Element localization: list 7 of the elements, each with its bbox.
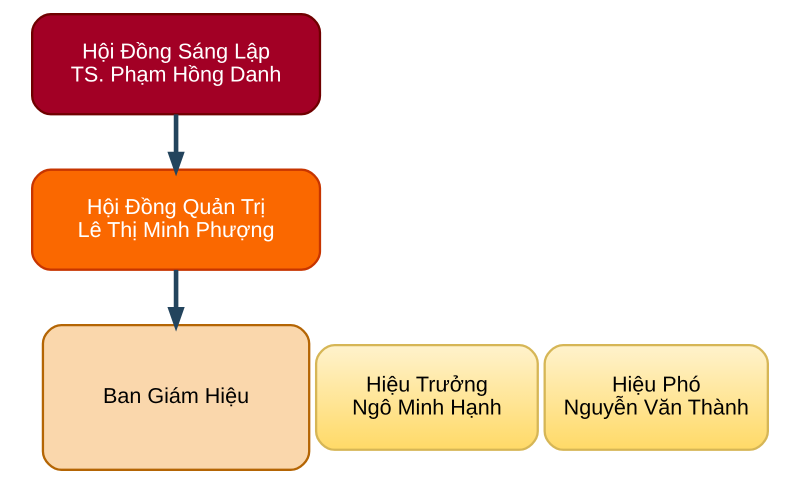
node-box: Hội Đồng Quản Trị Lê Thị Minh Phượng [31, 168, 322, 271]
node-box: Hiệu Phó Nguyễn Văn Thành [544, 344, 769, 451]
node-box: Hiệu Trưởng Ngô Minh Hạnh [314, 344, 539, 451]
arrow [167, 270, 185, 332]
arrow [167, 114, 185, 176]
node-box: Hội Đồng Sáng Lập TS. Phạm Hồng Danh [31, 13, 322, 116]
node-box: Ban Giám Hiệu [42, 324, 310, 471]
